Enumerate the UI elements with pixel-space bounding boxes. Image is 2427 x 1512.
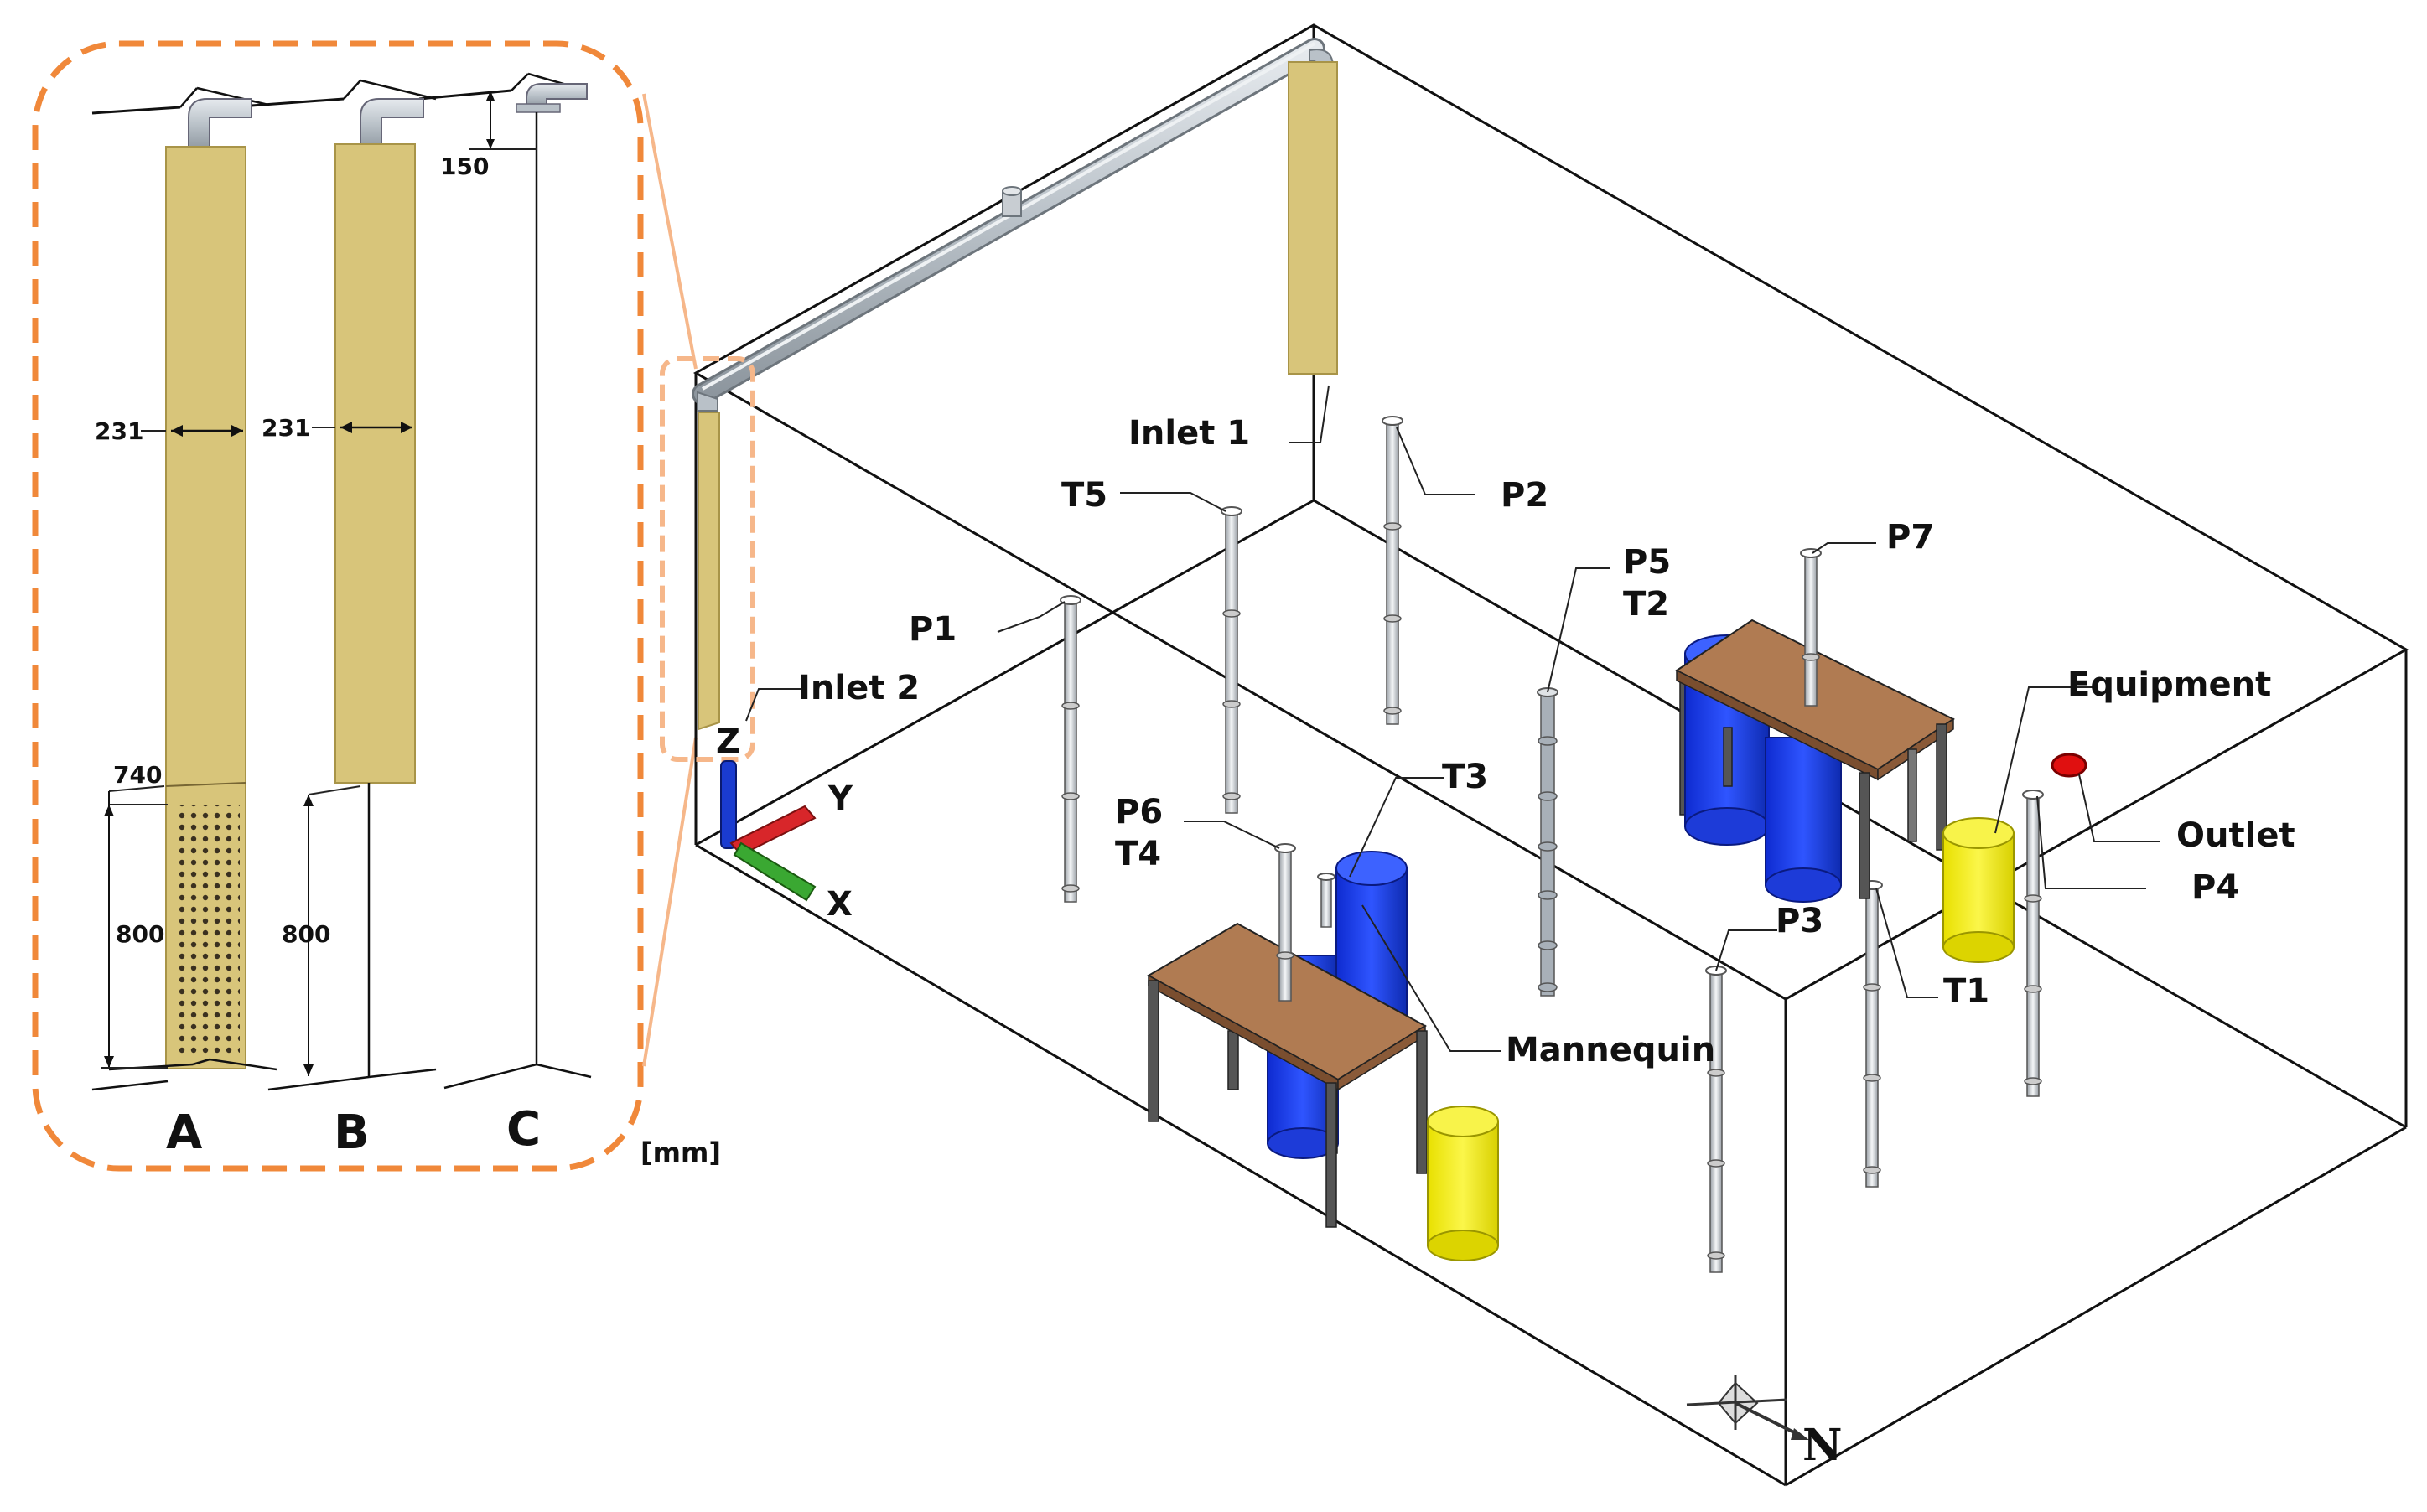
inset-panel: 231 231 740 800 800 [32,40,644,1172]
dimension-width-b [312,422,412,433]
axis-z-arrow [720,760,737,849]
pole-p5-t2 [1537,687,1558,997]
unit-label: [mm] [640,1137,721,1168]
pole-t3 [1317,873,1335,928]
compass-north-label: N [1802,1420,1843,1471]
label-inlet-1: Inlet 1 [1128,414,1250,453]
pole-p6-t4 [1274,843,1296,1002]
equipment-front [1427,1106,1499,1261]
pole-p4 [2022,790,2044,1097]
dimension-offset-c [469,91,537,150]
label-p6: P6 [1115,793,1163,831]
height-label-a: 800 [116,920,164,948]
leader-lines [745,385,2160,1052]
dimension-height-b [303,785,361,1076]
offset-label-c: 150 [440,153,489,180]
inlet-2-fabric [698,412,720,731]
compass-icon [1686,1375,1809,1440]
dimension-height-a [101,805,168,1069]
inlet-1-fabric [1288,61,1338,375]
label-t1: T1 [1943,972,1989,1011]
room-box [692,23,2409,1487]
label-p2: P2 [1501,476,1548,515]
label-t4: T4 [1115,835,1161,873]
pole-p2 [1382,416,1403,725]
label-p5: P5 [1623,543,1671,582]
variant-c-inlet [516,83,588,1064]
inset-connector-bottom [642,737,698,1067]
outlet-disc [2051,753,2087,778]
pole-t5 [1221,506,1242,814]
axis-x-label: X [827,885,853,924]
pole-p1 [1060,595,1081,903]
variant-label-c: C [506,1102,541,1157]
label-t2: T2 [1623,585,1669,624]
width-label-a: 231 [95,417,143,445]
axis-y-label: Y [827,779,853,818]
inlet-2-highlight-box [660,356,755,762]
equipment-back [1942,817,2015,963]
variant-label-a: A [166,1106,203,1160]
label-t3: T3 [1442,758,1488,796]
label-inlet-2: Inlet 2 [798,669,920,707]
label-mannequin: Mannequin [1506,1031,1715,1069]
label-p3: P3 [1776,902,1823,940]
ceiling-duct [692,38,1335,412]
label-p1: P1 [909,610,957,649]
label-t5: T5 [1061,476,1107,515]
height-label-b: 800 [282,920,330,948]
label-p4: P4 [2191,868,2239,907]
axis-x-arrow [733,841,817,902]
dimension-width-a [141,425,243,437]
dimension-gap-a [108,785,168,805]
variant-b-inlet [334,98,424,1077]
width-label-b: 231 [262,414,310,442]
axis-z-label: Z [716,722,740,761]
variant-label-b: B [334,1106,370,1160]
inset-connector-top [642,93,698,370]
inset-border [32,40,644,1172]
label-p7: P7 [1886,518,1934,557]
pole-t1 [1861,880,1883,1188]
pole-p3 [1705,966,1727,1273]
label-equipment: Equipment [2067,665,2271,704]
label-outlet: Outlet [2176,816,2295,855]
gap-label-a: 740 [113,761,162,789]
axes-gizmo [720,760,817,902]
ceiling-line-a [91,106,181,115]
workstation-front [1146,851,1428,1228]
variant-a-inlet [165,98,252,1069]
